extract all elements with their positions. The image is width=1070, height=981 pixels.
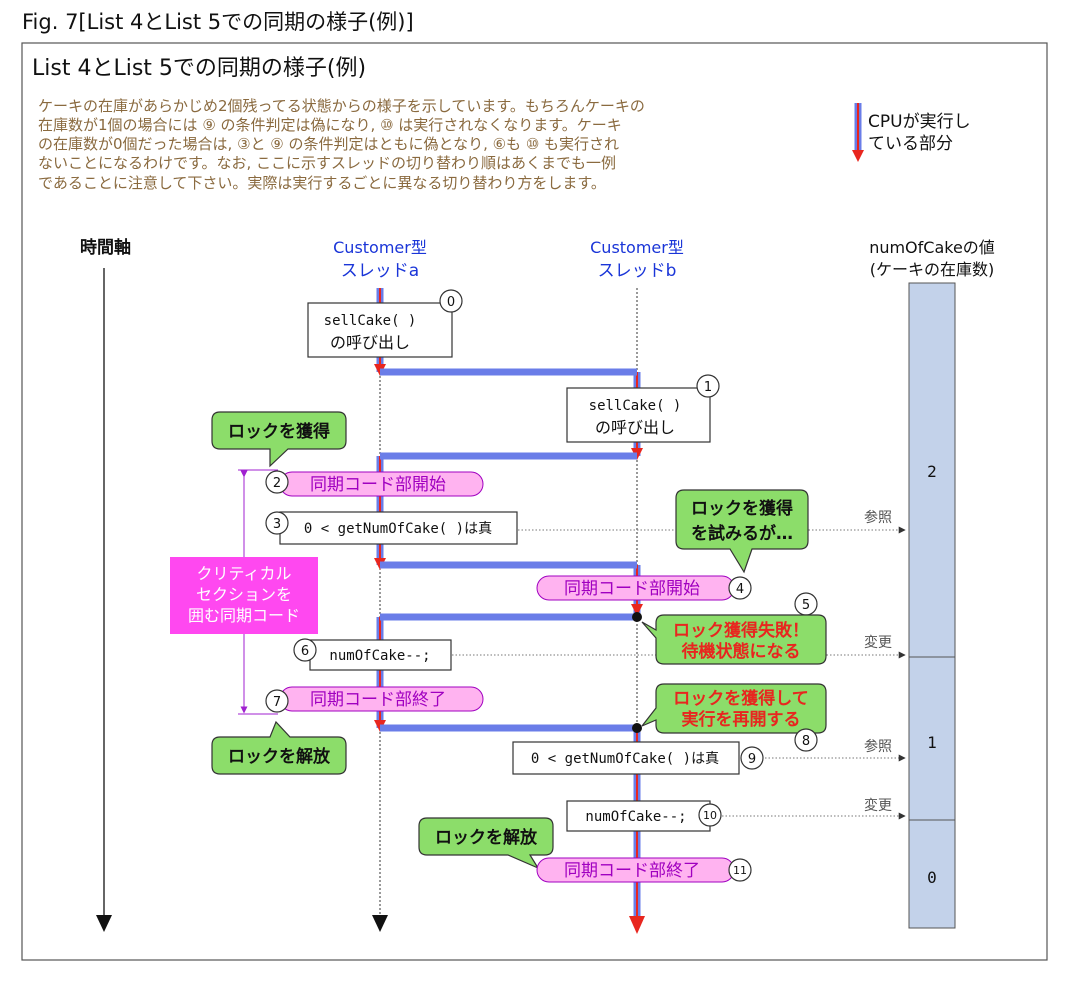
wait-point [632,612,642,622]
dec-box-a-text: numOfCake--; [329,648,430,664]
step-badge [439,289,463,313]
pill-text: 同期コード部終了 [564,861,700,881]
step-badge [265,511,289,535]
panel-frame [21,42,1048,961]
ref-label-2: 参照 [864,738,892,755]
callout-text: ロックを解放 [228,746,331,767]
value-2: 2 [927,462,937,481]
context-switches [380,368,637,732]
legend: CPUが実行し ている部分 [852,103,971,162]
call-box-a-code: sellCake( ) [324,313,417,329]
callout-lock-a [211,411,347,468]
legend-label: ている部分 [868,134,953,154]
description: ケーキの在庫があらかじめ2個残ってる状態からの様子を示しています。もちろんケーキ… [38,97,645,192]
step-number: 0 [447,295,455,310]
callout-release-a [211,720,347,775]
ref-label-1: 参照 [864,509,892,526]
step-number: 10 [703,809,717,822]
description-line: の在庫数が0個だった場合は, ③と ⑨ の条件判定はともに偽となり, ⑥も ⑩ … [38,135,619,153]
legend-label: CPUが実行し [868,112,971,132]
callout-text: ロックを解放 [435,827,538,848]
pill-text: 同期コード部開始 [310,475,446,495]
description-line: 在庫数が1個の場合には ⑨ の条件判定は偽になり, ⑩ は実行されなくなります。… [38,116,622,134]
step-number: 7 [273,695,281,710]
pill-text: 同期コード部開始 [564,579,700,599]
critical-bracket [238,469,278,715]
critical-section-label-box [170,557,318,634]
check-box-a-text: 0 < getNumOfCake( )は真 [304,521,492,537]
call-box-b [566,387,711,443]
call-box-b-code: sellCake( ) [589,398,682,414]
step-badge [696,374,720,398]
resume-point [632,723,642,733]
step-number: 4 [736,582,744,597]
callout-text: ロックを獲得して [673,688,809,709]
critical-line: セクションを [196,585,292,604]
callout-resume-b [641,683,827,734]
dec-box-b-text: numOfCake--; [585,809,686,825]
callout-text: を試みるが… [691,523,793,544]
value-column-title: numOfCakeの値 [869,238,995,257]
panel-title: List 4とList 5での同期の様子(例) [32,56,366,81]
time-axis-label: 時間軸 [80,237,131,258]
check-box-b [512,741,740,775]
change-label-1: 変更 [864,634,892,651]
thread-a-name: スレッドa [341,261,419,281]
call-box-b-text: の呼び出し [595,418,675,437]
thread-b-type: Customer型 [590,238,684,257]
step-badge [728,858,752,882]
step-badge [794,728,818,752]
check-box-b-text: 0 < getNumOfCake( )は真 [531,751,719,767]
callout-text: ロック獲得失敗！ [673,620,809,641]
critical-line: 囲む同期コード [188,606,300,625]
step-badge [698,803,722,827]
value-column-subtitle: (ケーキの在庫数) [870,260,995,279]
step-number: 2 [273,476,281,491]
step-badge [728,576,752,600]
step-number: 1 [704,380,712,395]
callout-try-b [675,489,809,574]
step-number: 6 [301,644,309,659]
dec-box-b [566,800,711,832]
callout-fail-b [641,614,827,665]
step-badge [293,638,317,662]
dec-box-a [309,639,452,671]
step-badge [265,689,289,713]
step-number: 5 [802,598,810,613]
value-column [908,282,956,929]
step-number: 11 [733,864,747,877]
call-box-a-text: の呼び出し [330,333,410,352]
step-number: 3 [273,517,281,532]
change-label-2: 変更 [864,797,892,814]
step-number: 9 [748,752,756,767]
callout-release-b [418,817,554,870]
description-line: ケーキの在庫があらかじめ2個残ってる状態からの様子を示しています。もちろんケーキ… [38,97,645,115]
step-badge [265,470,289,494]
check-box-a [279,511,518,545]
call-box-a [307,302,453,358]
callout-text: 実行を再開する [682,709,801,730]
callout-text: ロックを獲得 [691,498,793,519]
value-1: 1 [927,733,937,752]
step-badge [740,746,764,770]
callout-text: ロックを獲得 [228,421,330,442]
pill-text: 同期コード部終了 [310,690,446,710]
value-0: 0 [927,868,937,887]
step-number: 8 [802,734,810,749]
thread-b-name: スレッドb [598,261,677,281]
callout-text: 待機状態になる [682,641,801,662]
critical-line: クリティカル [196,564,291,583]
thread-a-type: Customer型 [333,238,427,257]
description-line: ないことになるわけです。なお, ここに示すスレッドの切り替わり順はあくまでも一例 [38,154,616,172]
figure-caption: Fig. 7[List 4とList 5での同期の様子(例)] [22,10,414,34]
description-line: であることに注意して下さい。実際は実行するごとに異なる切り替わり方をします。 [38,174,606,192]
